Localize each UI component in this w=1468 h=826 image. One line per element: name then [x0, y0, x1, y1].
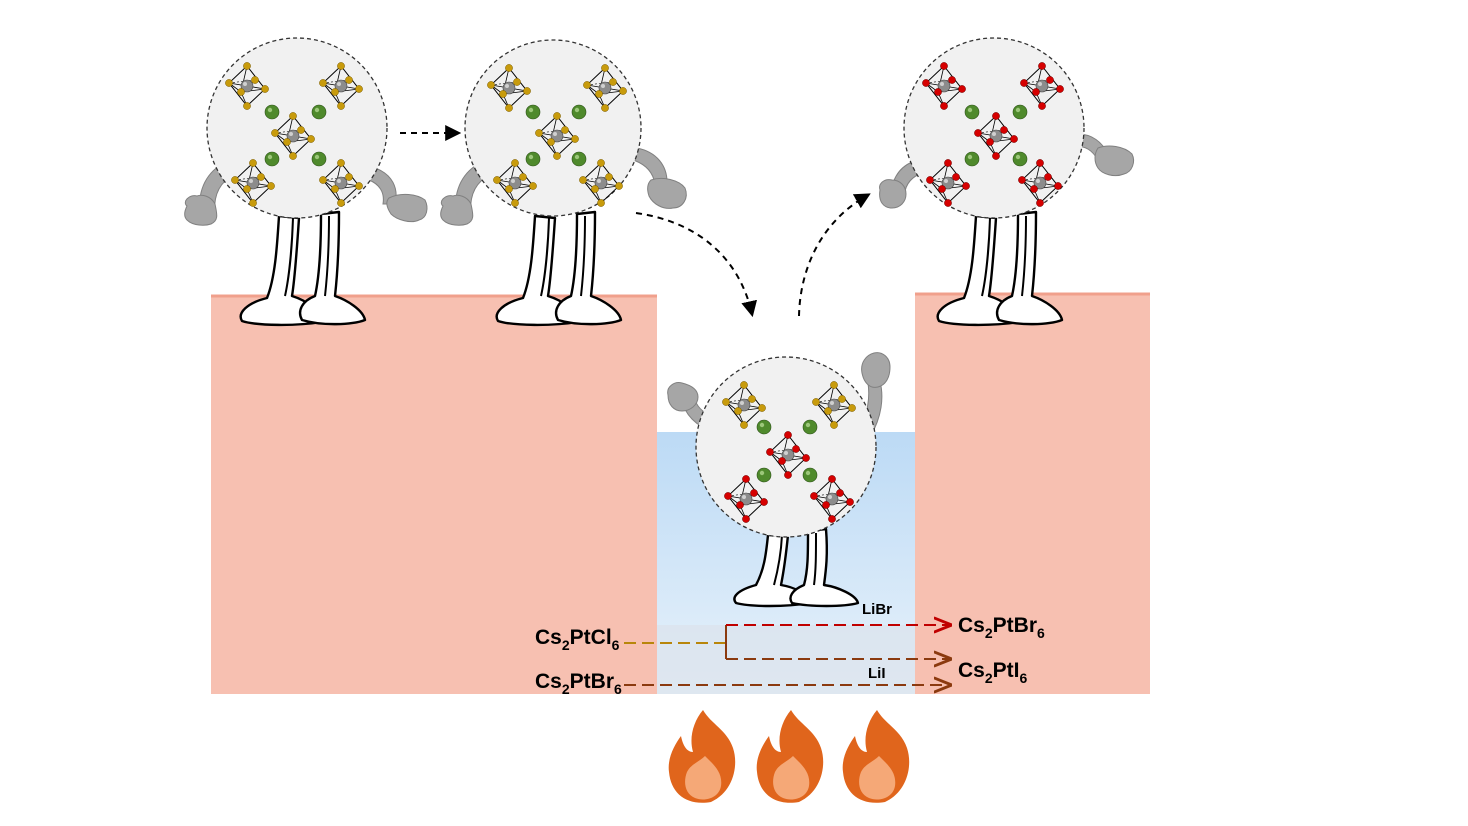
label-reactant-cs2ptbr6: Cs2PtBr6: [535, 670, 622, 697]
character-bromide: [879, 37, 1135, 327]
right-platform: [915, 294, 1150, 694]
character-chloride-2: [440, 39, 687, 327]
label-reagent-libr: LiBr: [862, 601, 892, 618]
left-platform: [211, 296, 657, 694]
label-reagent-lii: LiI: [868, 665, 886, 682]
flame-icon: [842, 710, 910, 803]
flame-icon: [668, 710, 736, 803]
character-exchanging: [667, 352, 891, 608]
character-chloride-1: [184, 37, 428, 327]
label-product-cs2pti6: Cs2PtI6: [958, 659, 1028, 686]
arrow-into-bath: [635, 212, 758, 318]
flame-icon: [756, 710, 824, 803]
arrow-out-of-bath: [798, 193, 871, 317]
label-product-cs2ptbr6: Cs2PtBr6: [958, 614, 1045, 641]
label-reactant-cs2ptcl6: Cs2PtCl6: [535, 626, 620, 653]
